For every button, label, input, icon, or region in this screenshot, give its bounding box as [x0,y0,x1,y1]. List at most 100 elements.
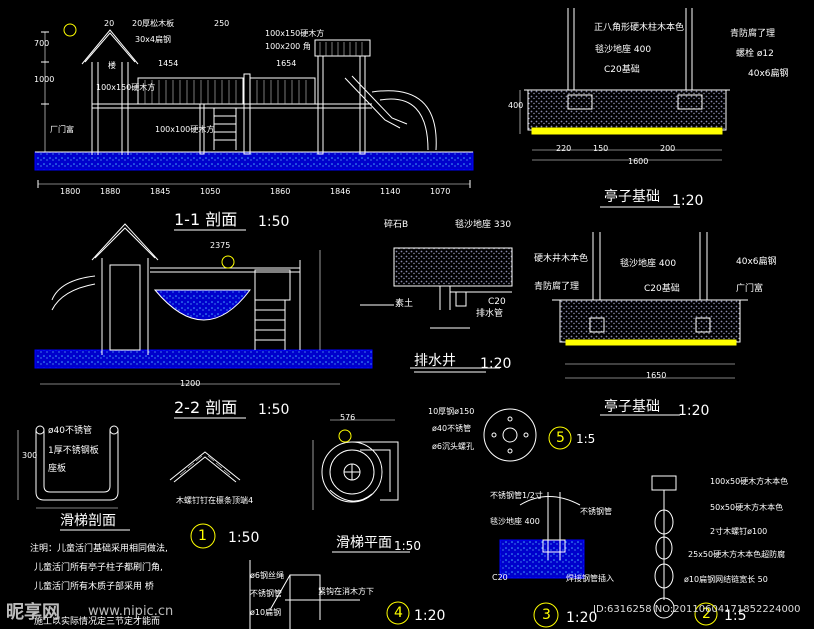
dim-200: 200 [660,144,676,153]
dim-220: 220 [556,144,572,153]
detail-1-number: 1 [198,528,207,544]
note-wood-100x50: 100x50硬木方木本色 [710,477,789,486]
note-line-4: 施工以实际情况定三节定才能而 [34,617,161,627]
note-wood-2x: 2寸木螺钉ø100 [710,527,768,536]
note-c20-r: C20 [492,573,508,582]
note-sand-layer: 厂门富 [50,125,74,134]
note-pipe-inner: 不锈钢管 [580,507,612,516]
scale-section-2: 1:50 [258,402,290,418]
dim-1654: 1654 [276,59,297,68]
dim-1000: 1000 [34,75,55,84]
note-chain-10: ø10扁钢网结链宽长 50 [684,575,768,584]
note-hardwood-post: 硬木井木本色 [534,254,589,264]
note-screw-6: ø6沉头螺孔 [432,442,474,451]
note-seat-board: 座板 [48,464,67,474]
dim-700: 700 [34,39,50,48]
note-c20-base: C20基础 [604,65,640,75]
detail-2-drawing [651,475,718,626]
section-1-1-drawing [34,29,474,188]
note-gravel: 碎石B [384,220,409,230]
slide-plan-drawing [312,419,399,510]
drain-well-drawing [360,247,513,369]
dim-250: 250 [214,19,230,28]
dim-1880: 1880 [100,187,121,196]
note-line-1: 注明：儿童活门基础采用相同做法, [30,544,168,554]
dim-1800: 1800 [60,187,81,196]
dim-20: 20 [104,19,115,28]
note-line-2: 儿童活门所有亭子柱子都刷门角, [34,563,163,573]
detail-5-scale: 1:5 [576,432,596,446]
scale-pavilion-base-a: 1:20 [672,193,704,209]
dim-300: 300 [22,451,38,460]
note-soil: 素土 [395,299,414,309]
scale-section-1: 1:50 [258,214,290,230]
scale-slide-plan: 1:50 [394,539,421,553]
dim-1070: 1070 [430,187,451,196]
title-pavilion-base-b: 亭子基础 [604,399,660,415]
note-c20-base-b: C20基础 [644,284,680,294]
scale-drain-well: 1:20 [480,356,512,372]
note-sand-base-400: 毯沙地座 400 [595,45,652,55]
dim-1600: 1600 [628,157,649,166]
note-wood-100x200: 100x200 角 [265,42,311,51]
note-sand-r: 毯沙地座 400 [490,517,540,526]
detail-5-number: 5 [556,430,565,446]
dim-1140: 1140 [380,187,401,196]
section-2-2-drawing [34,223,373,385]
note-beam: 30x4扁钢 [135,35,172,44]
watermark-site: www.nipic.cn [88,604,174,619]
pavilion-base-b-drawing [552,232,748,379]
slide-plan-marker [338,429,352,443]
dim-1200: 1200 [180,379,201,388]
note-gate-b: 广门富 [736,284,764,294]
detail-4-drawing [249,560,410,629]
note-bolt: 螺栓 ø12 [736,49,774,59]
dim-2375: 2375 [210,241,231,250]
note-hook-steel: ø6钢丝绳 [250,571,284,580]
title-slide-section: 滑梯剖面 [60,513,116,529]
detail-1-scale: 1:50 [228,530,260,546]
dim-1845: 1845 [150,187,171,196]
note-weld-r: 焊接钢管插入 [566,574,614,583]
detail-3-scale: 1:20 [566,610,598,626]
note-waterproof-b: 青防腐了理 [534,282,580,292]
section-marker-circle [63,23,77,37]
title-section-1: 1-1 剖面 [174,210,238,229]
detail-4-scale: 1:20 [414,608,446,624]
dim-400: 400 [508,101,524,110]
watermark-id: ID:6316258 NO:20110604171852224000 [593,604,801,615]
note-hook-pipe: 不锈钢管 [250,589,282,598]
detail-4-number: 4 [394,605,403,621]
dim-1860: 1860 [270,187,291,196]
slide-section-drawing [17,425,119,509]
dim-576: 576 [340,413,356,422]
note-line-3: 儿童活门所有木质子部采用 桥 [34,582,154,592]
note-c20: C20 [488,297,506,307]
title-slide-plan: 滑梯平面 [336,535,392,551]
detail-1-roof [169,451,241,549]
note-wood-100x150: 100x150硬木方 [265,29,325,38]
note-pipe-r: 不锈钢管1/2寸 [490,491,543,500]
note-sand-330: 毯沙地座 330 [455,220,512,230]
pavilion-base-a-drawing [519,8,730,161]
detail-3-number: 3 [542,607,551,623]
note-steel-tube: 正八角形硬木柱木本色 [594,23,685,33]
dim-1050: 1050 [200,187,221,196]
note-drain-pipe: 排水管 [476,309,504,319]
detail-3-drawing [499,492,585,628]
title-pavilion-base-a: 亭子基础 [604,189,660,205]
note-waterproof: 青防腐了理 [730,29,776,39]
note-pipe-40: ø40不锈管 [48,426,92,436]
detail-2-scale: 1:5 [724,608,747,624]
note-flat-steel: 40x6扁钢 [748,69,789,79]
dim-1454: 1454 [158,59,179,68]
dim-1846: 1846 [330,187,351,196]
note-roof: 木螺钉钉在檩条顶端4 [176,496,254,505]
note-roof-board: 20厚松木板 [132,19,175,28]
dim-1650: 1650 [646,371,667,380]
note-wood-25x50: 25x50硬木方木本色超防腐 [688,550,786,559]
note-slot: ø10扁钢 [250,608,282,617]
note-pin-10: 10厚钢ø150 [428,407,475,416]
watermark-brand: 昵享网 [6,602,60,623]
